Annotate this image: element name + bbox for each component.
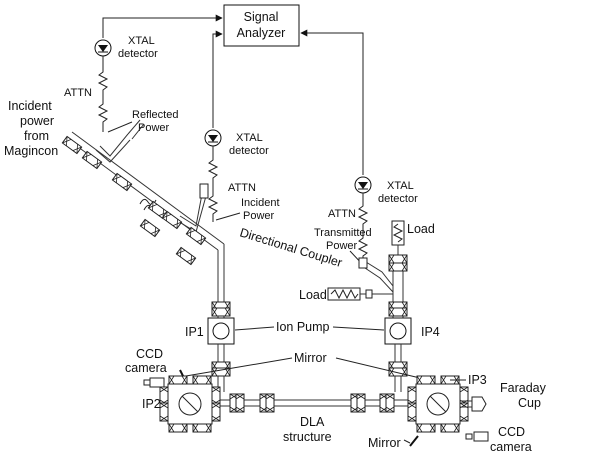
attn-right-label: ATTN <box>328 208 356 220</box>
signal-analyzer: Signal Analyzer <box>223 4 300 47</box>
attenuator-top: ATTN <box>64 56 109 132</box>
incident-from-1: Incident <box>8 99 52 113</box>
ip2-label: IP2 <box>142 397 161 411</box>
xtal-mid-label-2: detector <box>229 145 269 157</box>
xtal-detector-mid: XTAL detector <box>204 129 269 157</box>
signal-lines <box>102 14 364 175</box>
dla-structure-label-2: structure <box>283 430 332 444</box>
incident-from-3: from <box>24 129 49 143</box>
ccd-right-label-2: camera <box>490 440 532 454</box>
signal-analyzer-label-2: Analyzer <box>237 26 286 40</box>
input-waveguide-flanges <box>61 135 207 266</box>
xtal-top-label-2: detector <box>118 48 158 60</box>
signal-analyzer-label-1: Signal <box>244 10 279 24</box>
ion-pump-ip4: IP4 <box>384 317 440 345</box>
attn-mid-label: ATTN <box>228 182 256 194</box>
beamline <box>200 393 420 413</box>
chamber-ip3: IP3 <box>407 373 487 433</box>
chamber-ip2: IP2 <box>142 375 221 433</box>
attenuator-mid: ATTN <box>207 146 256 222</box>
reflected-power-label-2: Power <box>138 122 170 134</box>
transmitted-power-label-2: Power <box>326 240 358 252</box>
ccd-camera-left: CCD camera <box>125 347 167 388</box>
incident-power-label-1: Incident <box>241 197 280 209</box>
load-top: Load <box>391 220 435 256</box>
attenuator-right: ATTN <box>328 193 369 262</box>
xtal-detector-top: XTAL detector <box>94 35 158 60</box>
ccd-left-label-1: CCD <box>136 347 163 361</box>
ion-pump-label: Ion Pump <box>276 320 330 334</box>
dla-structure-label-1: DLA <box>300 415 325 429</box>
ccd-right-label-1: CCD <box>498 425 525 439</box>
xtal-right-label-2: detector <box>378 193 418 205</box>
load-left: Load <box>299 287 393 302</box>
incident-from-2: power <box>20 114 54 128</box>
ion-pump-ip1: IP1 <box>185 317 235 345</box>
load-left-label: Load <box>299 288 327 302</box>
ccd-camera-right: CCD camera <box>465 425 532 454</box>
load-top-label: Load <box>407 222 435 236</box>
incident-source-label: Incident power from Magincon <box>4 99 58 158</box>
faraday-cup-label-2: Cup <box>518 396 541 410</box>
ip4-label: IP4 <box>421 325 440 339</box>
ip3-label: IP3 <box>468 373 487 387</box>
reflected-power-label-1: Reflected <box>132 109 178 121</box>
mirror-top-label: Mirror <box>294 351 327 365</box>
faraday-cup: Faraday Cup <box>460 381 547 412</box>
xtal-right-label-1: XTAL <box>387 180 414 192</box>
xtal-mid-label-1: XTAL <box>236 132 263 144</box>
xtal-top-label-1: XTAL <box>128 35 155 47</box>
incident-from-4: Magincon <box>4 144 58 158</box>
transmitted-power-label-1: Transmitted <box>314 227 372 239</box>
ccd-left-label-2: camera <box>125 361 167 375</box>
faraday-cup-label-1: Faraday <box>500 381 547 395</box>
incident-power-label-2: Power <box>243 210 275 222</box>
attn-top-label: ATTN <box>64 87 92 99</box>
mirror-bottom-label: Mirror <box>368 436 401 450</box>
xtal-detector-right: XTAL detector <box>354 176 418 205</box>
ip1-label: IP1 <box>185 325 204 339</box>
